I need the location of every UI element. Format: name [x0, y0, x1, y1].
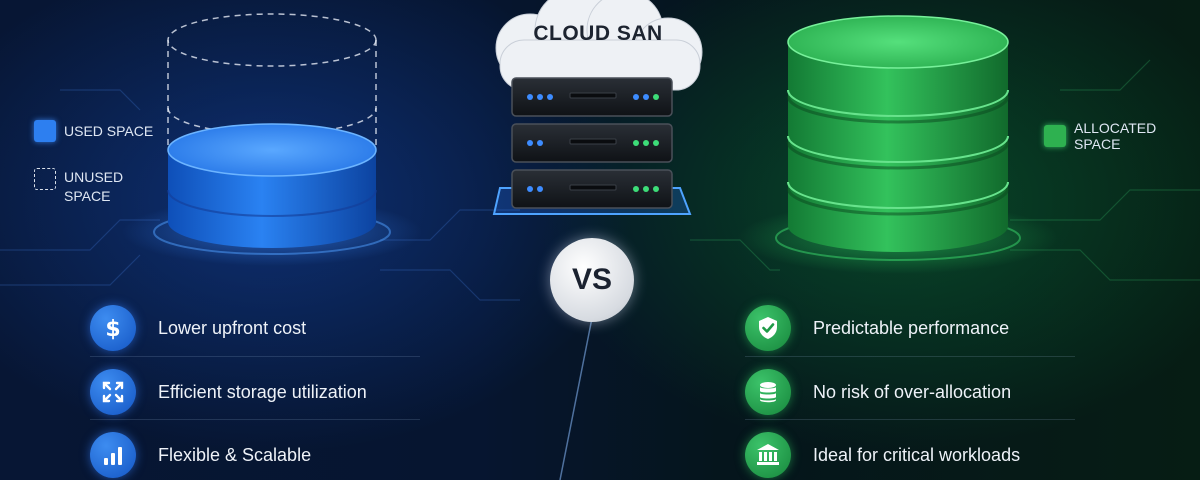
legend-label: USED SPACE [64, 123, 154, 139]
feature-lower-upfront-cost: $ Lower upfront cost [90, 305, 306, 351]
feature-divider [745, 356, 1075, 357]
cloud-san-label: CLOUD SAN [533, 22, 663, 45]
feature-predictable-performance: Predictable performance [745, 305, 1009, 351]
feature-divider [90, 419, 420, 420]
bar-chart-icon [90, 432, 136, 478]
legend-used-space: USED SPACE [34, 120, 153, 142]
vs-badge: VS [550, 238, 634, 322]
bank-building-icon [745, 432, 791, 478]
expand-arrows-icon [90, 369, 136, 415]
vs-label: VS [571, 263, 613, 296]
feature-efficient-storage: Efficient storage utilization [90, 369, 367, 415]
feature-divider [90, 356, 420, 357]
allocated-space-cylinder [786, 15, 1010, 252]
feature-flexible-scalable: Flexible & Scalable [90, 432, 311, 478]
feature-divider [745, 419, 1075, 420]
database-icon [745, 369, 791, 415]
allocated-space-swatch [1044, 125, 1066, 147]
feature-label: Efficient storage utilization [158, 381, 367, 402]
unused-space-swatch [34, 168, 56, 190]
feature-no-over-allocation: No risk of over-allocation [745, 369, 1011, 415]
used-space-swatch [34, 120, 56, 142]
dollar-icon: $ [90, 305, 136, 351]
legend-allocated-space: ALLOCATED SPACE [1044, 120, 1200, 152]
svg-text:$: $ [105, 317, 120, 341]
feature-label: Predictable performance [813, 317, 1010, 338]
legend-label: UNUSED SPACE [64, 169, 124, 204]
feature-label: Ideal for critical workloads [813, 444, 1021, 465]
feature-label: Flexible & Scalable [158, 444, 312, 465]
feature-label: Lower upfront cost [158, 317, 307, 338]
feature-critical-workloads: Ideal for critical workloads [745, 432, 1020, 478]
used-space-cylinder [167, 123, 377, 248]
feature-label: No risk of over-allocation [813, 381, 1012, 402]
center-divider-line [559, 317, 593, 480]
shield-check-icon [745, 305, 791, 351]
legend-unused-space: UNUSED SPACE [34, 168, 123, 206]
server-rack [511, 77, 673, 209]
legend-label: ALLOCATED SPACE [1074, 120, 1157, 152]
